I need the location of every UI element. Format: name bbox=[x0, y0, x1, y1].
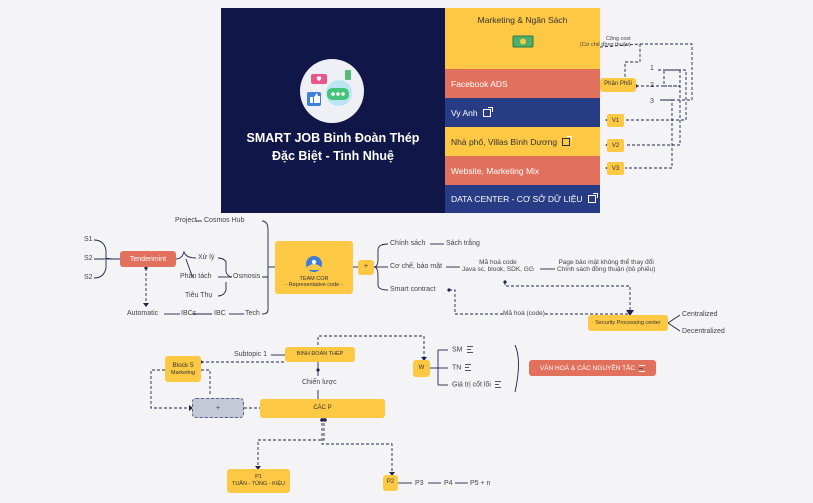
xu-ly-label[interactable]: Xử lý bbox=[198, 254, 215, 261]
panel-nha-pho[interactable]: Nhà phố, Villas Bình Dương bbox=[445, 127, 600, 156]
block-title: Block 5 bbox=[172, 361, 194, 369]
panel-website[interactable]: Website, Marketing Mix bbox=[445, 156, 600, 185]
panel-data-center[interactable]: DATA CENTER - CƠ SỞ DỮ LIỆU bbox=[445, 185, 600, 213]
v1-node[interactable]: V1 bbox=[607, 114, 624, 127]
panel-marketing[interactable]: Marketing & Ngân Sách bbox=[445, 8, 600, 69]
external-link-icon[interactable] bbox=[587, 193, 598, 203]
phan-tach-label[interactable]: Phân tách bbox=[180, 273, 212, 280]
social-media-icon bbox=[300, 59, 364, 123]
block-sub: Marketing bbox=[170, 369, 196, 376]
cong-cost-label[interactable]: Cổng cost (Cơ chế đồng thuận) bbox=[580, 36, 631, 48]
num-2[interactable]: 2 bbox=[650, 82, 654, 89]
gia-tri-text: Giá trị cốt lõi bbox=[452, 381, 491, 389]
notes-icon[interactable] bbox=[494, 381, 501, 388]
num-3[interactable]: 3 bbox=[650, 98, 654, 105]
hero-panel: SMART JOB Binh Đoàn Thép Đặc Biệt - Tinh… bbox=[221, 8, 600, 213]
cong-cost-title: Cổng cost bbox=[605, 36, 631, 42]
panel-vy-anh-label: Vy Anh bbox=[451, 107, 478, 118]
tech-label[interactable]: Tech bbox=[245, 310, 260, 317]
p2-node[interactable]: P2 bbox=[383, 475, 398, 491]
ibcs-label[interactable]: IBCs bbox=[181, 310, 197, 317]
p4-label[interactable]: P4 bbox=[444, 480, 453, 487]
ma-hoa-code-label[interactable]: Mã hoá code Java sc, blook, SDK, GG bbox=[462, 259, 534, 273]
tendenmint-node[interactable]: Tendenmint bbox=[120, 251, 176, 267]
w-node[interactable]: W bbox=[413, 360, 430, 377]
van-hoa-node[interactable]: VĂN HOÁ & CÁC NGUYÊN TẮC bbox=[529, 360, 656, 376]
v2-node[interactable]: V2 bbox=[607, 139, 624, 152]
chien-luoc-label[interactable]: Chiến lược bbox=[302, 379, 337, 386]
cong-cost-sub: (Cơ chế đồng thuận) bbox=[580, 42, 631, 49]
planet-icon bbox=[306, 255, 322, 272]
p5-label[interactable]: P5 + n bbox=[470, 480, 491, 487]
tn-label[interactable]: TN bbox=[452, 364, 472, 372]
ma-hoa-code-sub: Java sc, blook, SDK, GG bbox=[462, 266, 534, 274]
page-title: SMART JOB Binh Đoàn Thép Đặc Biệt - Tinh… bbox=[221, 129, 445, 165]
notes-icon[interactable] bbox=[639, 364, 646, 372]
osmosis-label[interactable]: Osmosis bbox=[233, 273, 261, 280]
security-center-node[interactable]: Security Processing center bbox=[588, 315, 668, 331]
p1-sub: TUẤN - TÙNG - KIỆU bbox=[231, 481, 286, 487]
plus-gray-node[interactable]: + bbox=[192, 398, 244, 418]
page-bao-mat-label[interactable]: Page bảo mật không thể thay đổi Chính sá… bbox=[557, 259, 655, 273]
panel-data-center-label: DATA CENTER - CƠ SỞ DỮ LIỆU bbox=[451, 194, 583, 204]
team-cor-sub: - Representative code - bbox=[285, 282, 343, 289]
external-link-icon[interactable] bbox=[562, 135, 573, 146]
gia-tri-label[interactable]: Giá trị cốt lõi bbox=[452, 381, 501, 389]
sm-label[interactable]: SM bbox=[452, 346, 473, 354]
external-link-icon[interactable] bbox=[482, 106, 493, 117]
subtopic-label[interactable]: Subtopic 1 bbox=[234, 351, 268, 358]
panel-nha-pho-label: Nhà phố, Villas Bình Dương bbox=[451, 136, 558, 147]
sach-trang-label[interactable]: Sách trắng bbox=[446, 240, 480, 247]
ma-hoa-code-title: Mã hoá code bbox=[479, 259, 517, 266]
num-1[interactable]: 1 bbox=[650, 65, 654, 72]
van-hoa-text: VĂN HOÁ & CÁC NGUYÊN TẮC bbox=[539, 364, 636, 372]
automatic-label[interactable]: Automatic bbox=[127, 310, 159, 317]
s1-label[interactable]: S1 bbox=[84, 236, 93, 243]
ibc-label[interactable]: IBC bbox=[214, 310, 226, 317]
co-che-bao-mat-label[interactable]: Cơ chế, bảo mật bbox=[390, 263, 443, 270]
title-line-1: SMART JOB Binh Đoàn Thép bbox=[246, 131, 420, 145]
v3-node[interactable]: V3 bbox=[607, 162, 624, 175]
notes-icon[interactable] bbox=[466, 346, 473, 353]
tieu-thu-label[interactable]: Tiêu Thụ bbox=[185, 292, 213, 299]
sm-text: SM bbox=[452, 346, 463, 354]
team-cor-node[interactable]: TEAM COR - Representative code - bbox=[275, 241, 353, 294]
s2-label-b[interactable]: S2 bbox=[84, 274, 93, 281]
page-bao-mat-line1: Page bảo mật không thể thay đổi bbox=[558, 259, 654, 266]
title-line-2: Đặc Biệt - Tinh Nhuệ bbox=[271, 149, 394, 164]
team-cor-title: TEAM COR bbox=[299, 275, 329, 282]
panel-marketing-label: Marketing & Ngân Sách bbox=[477, 15, 568, 25]
notes-icon[interactable] bbox=[465, 364, 472, 371]
decentralized-label[interactable]: Decentralized bbox=[682, 328, 725, 335]
money-icon bbox=[512, 35, 533, 48]
chinh-sach-label[interactable]: Chính sách bbox=[390, 240, 426, 247]
smart-contract-label[interactable]: Smart contract bbox=[390, 286, 436, 293]
panel-website-label: Website, Marketing Mix bbox=[451, 165, 540, 176]
block-node[interactable]: Block 5 Marketing bbox=[165, 356, 201, 382]
p1-node[interactable]: P1 TUẤN - TÙNG - KIỆU bbox=[227, 469, 290, 493]
panel-facebook-ads[interactable]: Facebook ADS bbox=[445, 69, 600, 98]
ma-hoa-code2-label[interactable]: Mã hoá (code) bbox=[503, 310, 545, 318]
cac-p-node[interactable]: CÁC P bbox=[260, 399, 385, 418]
cosmos-hub-label[interactable]: Cosmos Hub bbox=[204, 217, 245, 224]
phan-phoi-node[interactable]: Phân Phối bbox=[600, 78, 636, 92]
panel-vy-anh[interactable]: Vy Anh bbox=[445, 98, 600, 127]
p1-title: P1 bbox=[255, 474, 262, 481]
s2-label-a[interactable]: S2 bbox=[84, 255, 93, 262]
project-label[interactable]: Project bbox=[175, 217, 197, 224]
plus-node[interactable]: + bbox=[358, 260, 374, 275]
panel-facebook-label: Facebook ADS bbox=[451, 78, 508, 89]
centralized-label[interactable]: Centralized bbox=[682, 311, 718, 318]
tn-text: TN bbox=[452, 364, 462, 372]
binh-doan-thep-node[interactable]: BINH ĐOÀN THÉP bbox=[285, 347, 355, 362]
page-bao-mat-line2: Chính sách đồng thuận (bỏ phiếu) bbox=[557, 266, 656, 274]
p3-label[interactable]: P3 bbox=[415, 480, 424, 487]
